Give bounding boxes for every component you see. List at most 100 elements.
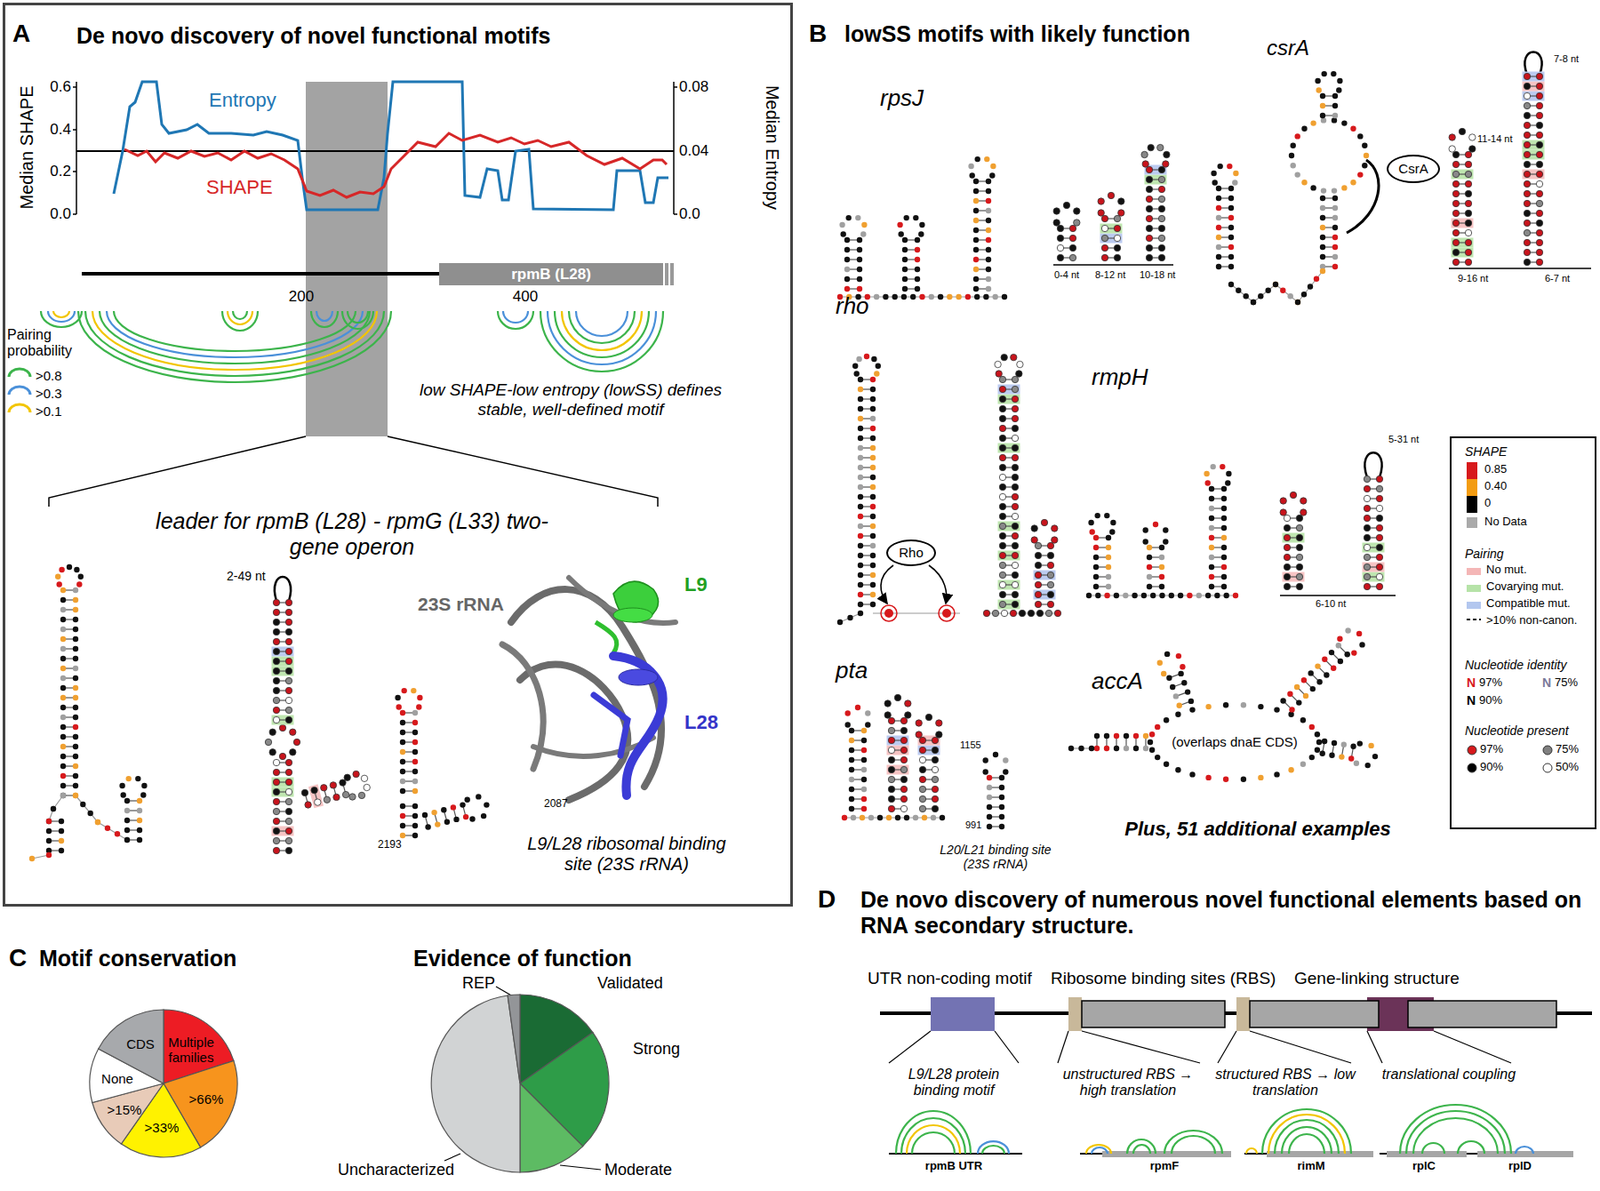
- rna-helix: [985, 247, 992, 253]
- rna-strand: [50, 806, 56, 812]
- rna-helix: [919, 805, 926, 812]
- pairing-arcs: [311, 311, 338, 328]
- rna-helix: [852, 363, 858, 369]
- rna-helix: [1216, 224, 1222, 231]
- rna-loop: [279, 752, 286, 760]
- rna-helix: [1158, 224, 1165, 232]
- rna-helix: [1047, 600, 1054, 608]
- rna-helix: [60, 626, 66, 632]
- rna-strand: [1122, 592, 1128, 599]
- rna-helix: [1363, 504, 1370, 512]
- rna-helix: [72, 675, 79, 681]
- rna-helix: [1053, 208, 1060, 215]
- rna-helix: [352, 770, 360, 777]
- rna-helix: [1228, 215, 1234, 221]
- rna-helix: [464, 797, 471, 803]
- rna-helix: [1188, 698, 1194, 704]
- rna-helix: [72, 714, 79, 720]
- rna-helix: [1464, 209, 1472, 216]
- rna-helix: [1308, 670, 1314, 676]
- rna-helix: [60, 792, 66, 799]
- pie-chart: [89, 994, 609, 1173]
- rna-helix: [894, 694, 901, 701]
- rna-helix: [919, 776, 926, 783]
- rna-helix: [1113, 733, 1120, 739]
- rna-helix: [285, 696, 292, 704]
- rna-strand: [1078, 745, 1084, 752]
- rna-helix: [973, 266, 979, 272]
- rna-helix: [1158, 205, 1165, 212]
- rna-helix: [1452, 258, 1459, 265]
- rna-loop: [1290, 162, 1296, 168]
- rna-strand: [892, 294, 898, 300]
- rna-helix: [1536, 92, 1543, 99]
- text-label: 2-49 nt: [226, 568, 266, 584]
- rna-helix: [76, 581, 82, 587]
- rna-helix: [1011, 561, 1018, 568]
- rna-helix: [1221, 544, 1227, 551]
- rna-helix: [1011, 522, 1018, 529]
- rna-helix: [60, 744, 66, 750]
- rna-helix: [320, 784, 328, 792]
- rna-helix: [914, 247, 920, 253]
- rna-helix: [985, 266, 992, 272]
- rna-helix: [861, 747, 867, 753]
- rna-helix: [857, 494, 864, 500]
- legend-swatch: [1466, 479, 1478, 496]
- rna-helix: [1095, 512, 1101, 519]
- bracket-line: [1280, 594, 1396, 596]
- rna-helix: [857, 543, 864, 549]
- rna-helix: [1296, 544, 1303, 551]
- rna-helix: [919, 785, 926, 792]
- rna-helix: [72, 695, 79, 701]
- panel-d-genes: [1249, 1000, 1379, 1028]
- rna-helix: [1464, 200, 1472, 207]
- legend-label: No Data: [1484, 515, 1528, 529]
- rna-helix: [857, 416, 864, 422]
- text-label: Median SHAPE: [16, 86, 38, 210]
- pairing-arcs: [227, 311, 253, 325]
- legend-swatch: [8, 368, 31, 377]
- rna-helix: [999, 444, 1006, 451]
- rna-loop: [1314, 731, 1320, 737]
- text-label: 0.0: [49, 205, 72, 224]
- rna-helix: [857, 445, 864, 451]
- rna-helix: [1376, 495, 1383, 502]
- legend-label: 0.40: [1484, 480, 1507, 494]
- rna-helix: [1301, 677, 1307, 683]
- rna-helix: [968, 156, 996, 292]
- rna-helix: [1219, 464, 1225, 470]
- text-label: rmpH: [1091, 364, 1149, 392]
- rna-helix: [870, 504, 876, 510]
- rna-helix: [1300, 509, 1307, 516]
- rna-helix: [1320, 215, 1326, 221]
- rna-helix: [1160, 671, 1167, 677]
- rna-helix: [1523, 72, 1543, 265]
- rna-helix: [870, 572, 876, 578]
- rna-helix: [1141, 151, 1148, 158]
- legend-label: 97%: [1479, 676, 1503, 690]
- rna-helix: [1034, 552, 1041, 559]
- rna-helix: [272, 657, 280, 664]
- rna-loop: [1175, 712, 1181, 718]
- rna-helix: [1332, 205, 1338, 211]
- panel-d-genes: [1433, 1031, 1512, 1064]
- rna-strand: [921, 815, 928, 821]
- rna-helix: [986, 794, 992, 800]
- rna-loop: [1205, 704, 1211, 710]
- rna-strand: [48, 795, 64, 822]
- rna-helix: [1113, 244, 1120, 251]
- text-label: rpsJ: [880, 85, 924, 112]
- rna-helix: [846, 215, 852, 221]
- rna-helix: [1376, 573, 1383, 580]
- rna-helix: [1143, 538, 1149, 544]
- pie-leaders: [560, 1165, 601, 1170]
- rna-helix: [1314, 78, 1320, 84]
- pie-chart: [431, 995, 520, 1173]
- rna-helix: [985, 227, 992, 233]
- rna-helix: [400, 729, 406, 736]
- rna-strand: [992, 609, 999, 616]
- rna-helix: [272, 706, 280, 713]
- rna-helix: [857, 572, 864, 578]
- rna-helix: [999, 376, 1006, 383]
